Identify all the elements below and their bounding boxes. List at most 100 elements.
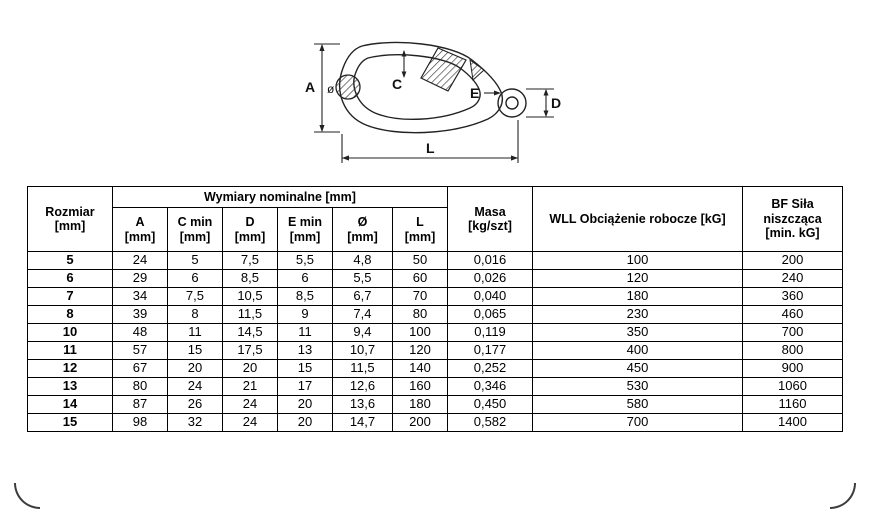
header-col-a: A [mm]: [111, 207, 168, 252]
value-cell: 5,5: [331, 269, 393, 288]
size-cell: 11: [26, 341, 113, 360]
value-cell: 8: [166, 305, 223, 324]
value-cell: 6: [276, 269, 333, 288]
corner-decoration-right: [830, 483, 856, 509]
value-cell: 11,5: [221, 305, 278, 324]
header-wll: WLL Obciążenie robocze [kG]: [532, 186, 744, 252]
value-cell: 0,040: [447, 287, 534, 306]
value-cell: 160: [391, 377, 449, 396]
header-bf: BF Siła niszcząca [min. kG]: [742, 186, 844, 252]
value-cell: 20: [221, 359, 278, 378]
value-cell: 67: [111, 359, 168, 378]
carabiner-drawing: A ø C E D L: [305, 41, 561, 163]
value-cell: 57: [111, 341, 168, 360]
dimension-lines: [314, 43, 554, 163]
value-cell: 5: [166, 251, 223, 270]
dim-label-a: A: [305, 79, 315, 95]
value-cell: 6,7: [331, 287, 393, 306]
header-col-diameter: Ø [mm]: [331, 207, 393, 252]
dim-label-l: L: [426, 140, 435, 156]
value-cell: 24: [111, 251, 168, 270]
value-cell: 450: [532, 359, 744, 378]
value-cell: 360: [742, 287, 844, 306]
value-cell: 0,016: [447, 251, 534, 270]
value-cell: 0,450: [447, 395, 534, 414]
value-cell: 70: [391, 287, 449, 306]
value-cell: 98: [111, 413, 168, 432]
diameter-symbol: ø: [327, 82, 335, 96]
value-cell: 10,7: [331, 341, 393, 360]
value-cell: 120: [391, 341, 449, 360]
header-col-emin: E min [mm]: [276, 207, 333, 252]
value-cell: 350: [532, 323, 744, 342]
value-cell: 180: [532, 287, 744, 306]
header-col-d: D [mm]: [221, 207, 278, 252]
value-cell: 20: [166, 359, 223, 378]
value-cell: 39: [111, 305, 168, 324]
value-cell: 120: [532, 269, 744, 288]
value-cell: 4,8: [331, 251, 393, 270]
value-cell: 240: [742, 269, 844, 288]
value-cell: 14,7: [331, 413, 393, 432]
value-cell: 10,5: [221, 287, 278, 306]
value-cell: 9,4: [331, 323, 393, 342]
value-cell: 15: [166, 341, 223, 360]
value-cell: 460: [742, 305, 844, 324]
size-cell: 6: [26, 269, 113, 288]
value-cell: 9: [276, 305, 333, 324]
value-cell: 1160: [742, 395, 844, 414]
value-cell: 700: [742, 323, 844, 342]
value-cell: 0,119: [447, 323, 534, 342]
value-cell: 700: [532, 413, 744, 432]
value-cell: 8,5: [221, 269, 278, 288]
value-cell: 13,6: [331, 395, 393, 414]
size-cell: 13: [26, 377, 113, 396]
value-cell: 29: [111, 269, 168, 288]
size-cell: 10: [26, 323, 113, 342]
value-cell: 400: [532, 341, 744, 360]
value-cell: 230: [532, 305, 744, 324]
value-cell: 13: [276, 341, 333, 360]
value-cell: 140: [391, 359, 449, 378]
value-cell: 5,5: [276, 251, 333, 270]
header-col-cmin: C min [mm]: [166, 207, 223, 252]
wire-cross-section: [335, 74, 361, 100]
value-cell: 50: [391, 251, 449, 270]
value-cell: 24: [221, 395, 278, 414]
gate-hatch: [420, 47, 467, 92]
value-cell: 24: [221, 413, 278, 432]
value-cell: 530: [532, 377, 744, 396]
value-cell: 6: [166, 269, 223, 288]
dim-label-e: E: [470, 85, 479, 101]
header-rozmiar: Rozmiar [mm]: [26, 186, 113, 252]
value-cell: 11: [166, 323, 223, 342]
value-cell: 0,346: [447, 377, 534, 396]
value-cell: 20: [276, 395, 333, 414]
value-cell: 80: [111, 377, 168, 396]
value-cell: 0,177: [447, 341, 534, 360]
value-cell: 60: [391, 269, 449, 288]
size-cell: 12: [26, 359, 113, 378]
value-cell: 0,065: [447, 305, 534, 324]
value-cell: 80: [391, 305, 449, 324]
value-cell: 48: [111, 323, 168, 342]
carabiner-diagram: A ø C E D L: [300, 30, 570, 172]
value-cell: 1060: [742, 377, 844, 396]
value-cell: 0,582: [447, 413, 534, 432]
corner-decoration-left: [14, 483, 40, 509]
size-cell: 5: [26, 251, 113, 270]
value-cell: 14,5: [221, 323, 278, 342]
value-cell: 580: [532, 395, 744, 414]
value-cell: 8,5: [276, 287, 333, 306]
value-cell: 87: [111, 395, 168, 414]
dimension-arrowheads: [319, 44, 549, 161]
